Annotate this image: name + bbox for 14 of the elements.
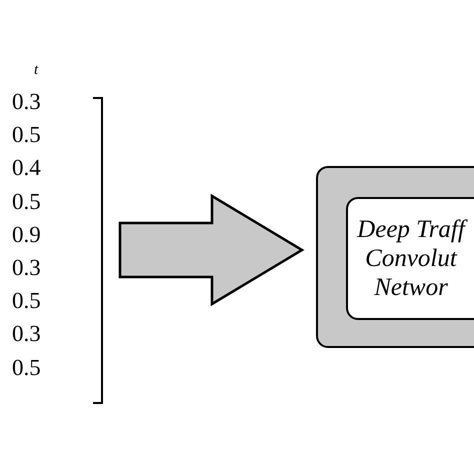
vector-value: 0.9 [12,220,41,249]
vector-value: 0.5 [12,188,41,216]
vector-value: 0.5 [12,354,41,382]
vector-value: 0.3 [12,320,41,348]
vector-value: 0.5 [12,287,41,316]
vector-value: 0.3 [12,88,41,116]
vector-heading: t [34,62,38,79]
vector-value: 0.3 [12,254,41,282]
outer-box [316,166,474,348]
vector-value: 0.4 [12,154,41,182]
process-box [346,197,474,320]
node-label: Deep Traff Convolut Networ [352,215,470,302]
block-arrow [118,194,304,306]
vector-value: 0.5 [12,121,41,150]
